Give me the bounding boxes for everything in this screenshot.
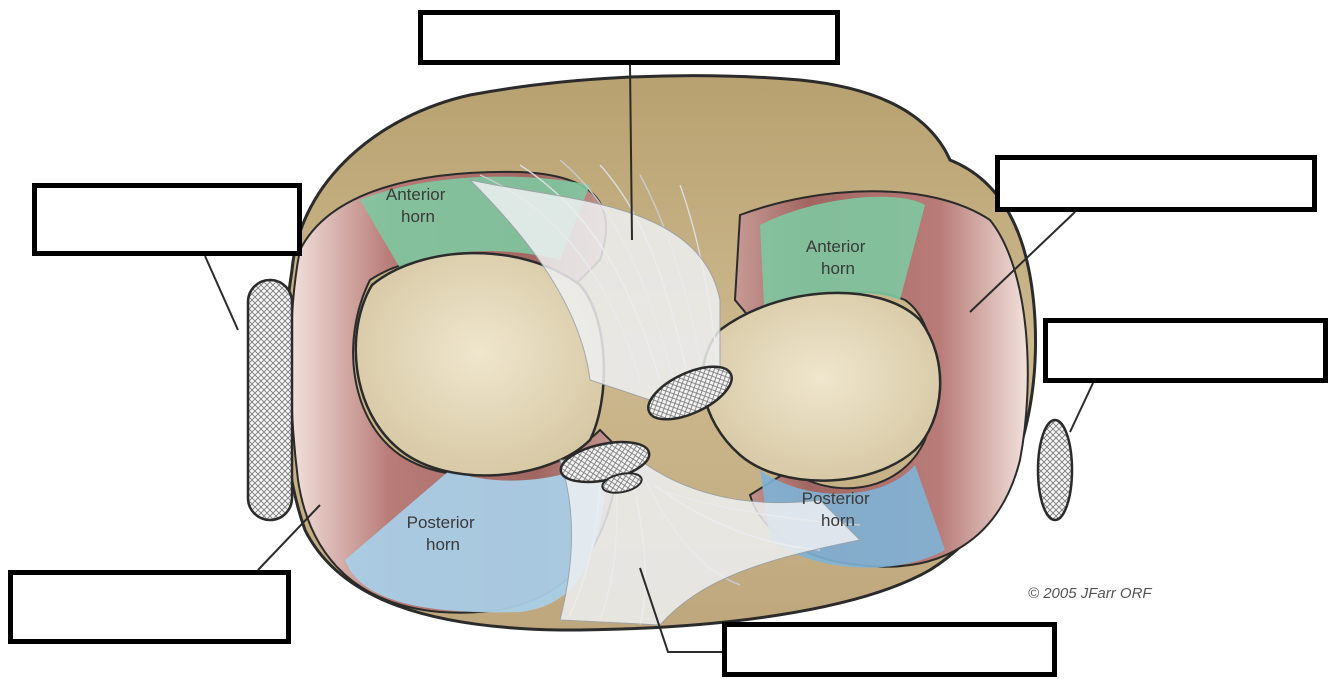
- medial-collateral-stump: [1038, 420, 1072, 520]
- label-box-right-lower[interactable]: [1043, 318, 1328, 383]
- label-box-bottom[interactable]: [722, 622, 1057, 677]
- lateral-collateral-stump: [248, 280, 292, 520]
- right-articular-surface: [703, 293, 941, 481]
- label-box-bottom-left[interactable]: [8, 570, 291, 644]
- copyright-notice: © 2005 JFarr ORF: [1028, 585, 1152, 602]
- label-box-right[interactable]: [995, 155, 1317, 212]
- label-box-left[interactable]: [32, 183, 302, 256]
- label-box-top[interactable]: [418, 10, 840, 65]
